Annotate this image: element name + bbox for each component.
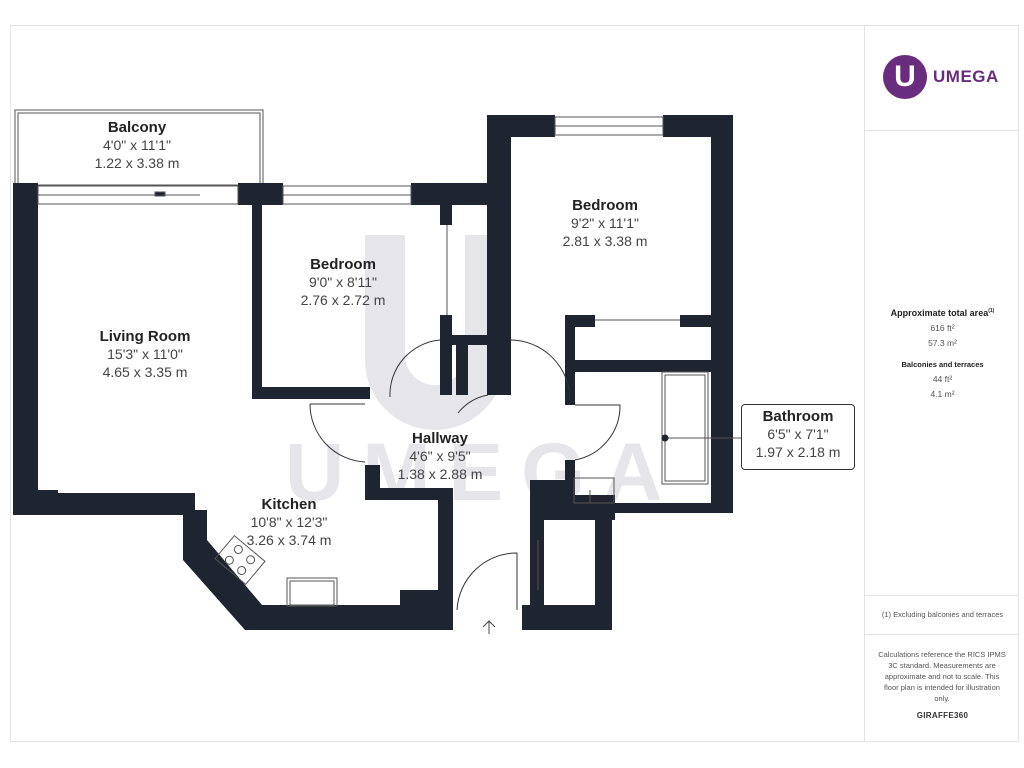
room-living-room: Living Room 15'3" x 11'0" 4.65 x 3.35 m xyxy=(100,328,191,381)
room-name: Kitchen xyxy=(261,496,317,513)
room-imperial: 9'0" x 8'11" xyxy=(309,274,377,290)
room-bedroom-1: Bedroom 9'0" x 8'11" 2.76 x 2.72 m xyxy=(301,256,386,309)
room-kitchen: Kitchen 10'8" x 12'3" 3.26 x 3.74 m xyxy=(247,496,332,549)
room-metric: 2.76 x 2.72 m xyxy=(300,292,386,308)
walls xyxy=(13,115,733,630)
room-imperial: 4'6" x 9'5" xyxy=(409,448,471,464)
room-name: Living Room xyxy=(99,328,191,345)
floor-plan: UMEGA xyxy=(13,109,741,634)
room-hallway: Hallway 4'6" x 9'5" 1.38 x 2.88 m xyxy=(398,430,483,483)
room-metric: 3.26 x 3.74 m xyxy=(246,532,332,548)
balconies-m: 4.1 m² xyxy=(930,389,955,399)
info-sidebar: U UMEGA Approximate total area(1) 616 ft… xyxy=(864,25,1019,742)
room-metric: 1.97 x 2.18 m xyxy=(755,444,841,460)
room-metric: 1.22 x 3.38 m xyxy=(94,155,180,171)
windows xyxy=(37,116,680,590)
logo-mark-icon: U xyxy=(883,55,927,99)
room-bathroom-callout: Bathroom 6'5" x 7'1" 1.97 x 2.18 m xyxy=(741,404,855,470)
room-imperial: 4'0" x 11'1" xyxy=(103,137,171,153)
room-bathroom: Bathroom 6'5" x 7'1" 1.97 x 2.18 m xyxy=(742,408,854,461)
room-name: Hallway xyxy=(412,430,468,447)
shower-valve xyxy=(661,434,669,442)
room-metric: 2.81 x 3.38 m xyxy=(562,233,648,249)
room-name: Balcony xyxy=(107,119,167,136)
total-area-m: 57.3 m² xyxy=(928,338,957,348)
provider-brand: GIRAFFE360 xyxy=(916,711,969,720)
balconies-label: Balconies and terraces xyxy=(901,360,984,369)
plan-frame xyxy=(10,25,1019,742)
disclaimer: Calculations reference the RICS IPMS 3C … xyxy=(878,650,1006,703)
total-area-ft: 616 ft² xyxy=(930,323,955,333)
room-imperial: 9'2" x 11'1" xyxy=(571,215,639,231)
logo-text: UMEGA xyxy=(933,67,999,86)
room-bedroom-2: Bedroom 9'2" x 11'1" 2.81 x 3.38 m xyxy=(563,197,648,250)
room-name: Bedroom xyxy=(572,197,638,214)
area-summary: Approximate total area(1) 616 ft² 57.3 m… xyxy=(865,308,1020,399)
room-metric: 1.38 x 2.88 m xyxy=(397,466,483,482)
room-metric: 4.65 x 3.35 m xyxy=(102,364,188,380)
doors xyxy=(309,339,621,611)
entrance-arrow-icon xyxy=(482,620,496,634)
room-balcony: Balcony 4'0" x 11'1" 1.22 x 3.38 m xyxy=(95,119,180,172)
umega-logo: U UMEGA xyxy=(883,55,999,99)
divider xyxy=(865,595,1019,596)
room-imperial: 6'5" x 7'1" xyxy=(767,426,829,442)
divider xyxy=(865,634,1019,635)
room-imperial: 15'3" x 11'0" xyxy=(107,346,183,362)
balconies-ft: 44 ft² xyxy=(932,374,953,384)
room-name: Bathroom xyxy=(762,408,834,425)
bathroom-fixtures xyxy=(573,371,741,504)
divider xyxy=(865,130,1019,131)
kitchen-fixtures xyxy=(214,534,338,607)
area-footnote: (1) Excluding balconies and terraces xyxy=(881,610,1004,619)
room-name: Bedroom xyxy=(310,256,376,273)
total-area-label: Approximate total area(1) xyxy=(890,308,995,318)
room-imperial: 10'8" x 12'3" xyxy=(250,514,328,530)
